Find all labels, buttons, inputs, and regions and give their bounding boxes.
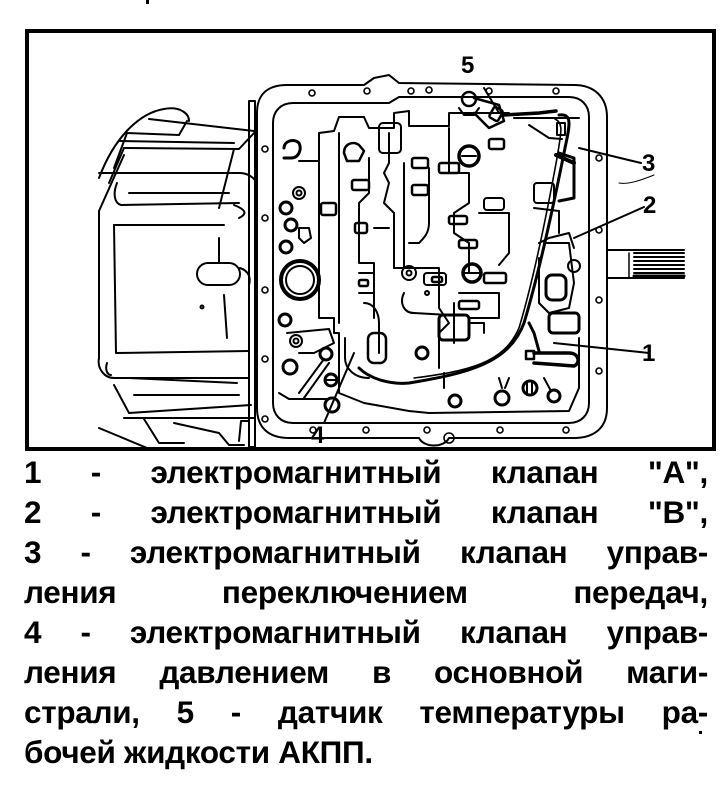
callout-1: 1 bbox=[642, 340, 655, 367]
callout-3: 3 bbox=[642, 150, 655, 177]
stray-print-dot bbox=[699, 731, 702, 734]
flange-bolt-holes bbox=[261, 86, 603, 444]
stray-print-mark bbox=[146, 0, 149, 4]
callout-5: 5 bbox=[461, 52, 474, 79]
caption-line: 2 - электромагнитный клапан "В", bbox=[24, 494, 708, 530]
transmission-housing bbox=[97, 100, 258, 447]
callout-2: 2 bbox=[643, 192, 656, 219]
caption-line: 3 - электромагнитный клапан управ- bbox=[24, 534, 708, 570]
valve-body-illustration: 5 3 2 1 4 bbox=[97, 52, 686, 447]
caption-line: ления переключением передач, bbox=[24, 574, 708, 610]
caption-line: страли, 5 - датчик температуры ра- bbox=[24, 694, 708, 730]
wiring-harness bbox=[357, 113, 571, 385]
leader-line-2 bbox=[573, 206, 645, 239]
caption-line: бочей жидкости АКПП. bbox=[24, 734, 373, 770]
oil-pan-flange bbox=[256, 74, 608, 447]
caption-line: 1 - электромагнитный клапан "А", bbox=[24, 454, 708, 490]
caption-line: 4 - электромагнитный клапан управ- bbox=[24, 614, 708, 650]
leader-line-1 bbox=[553, 342, 650, 354]
valve-body bbox=[277, 110, 581, 414]
figure-caption: 1 - электромагнитный клапан "А", 2 - эле… bbox=[24, 452, 708, 772]
leader-line-5 bbox=[483, 87, 500, 114]
leader-lines bbox=[323, 87, 655, 424]
temperature-sensor bbox=[458, 90, 558, 130]
figure-frame: 5 3 2 1 4 bbox=[25, 29, 716, 451]
caption-line: ления давлением в основной маги- bbox=[24, 654, 709, 690]
leader-line-4 bbox=[323, 352, 355, 424]
leader-line-3 bbox=[578, 147, 642, 164]
output-shaft bbox=[606, 249, 686, 279]
callout-4: 4 bbox=[311, 422, 325, 447]
